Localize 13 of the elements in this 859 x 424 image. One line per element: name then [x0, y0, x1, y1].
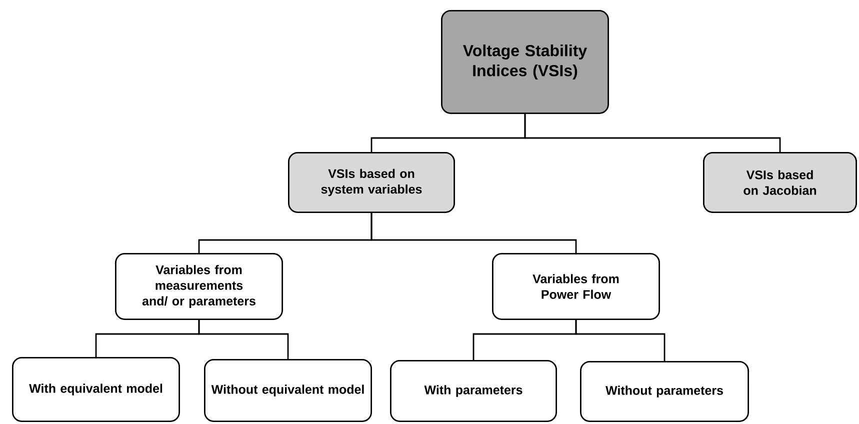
category-box: VSIs based on Jacobian — [703, 152, 857, 213]
subcategory-box: Variables from Power Flow — [492, 253, 660, 320]
leaf-box: Without parameters — [580, 361, 749, 422]
leaf-box: With equivalent model — [12, 357, 180, 422]
leaf-box: With parameters — [390, 360, 557, 422]
connector-line — [575, 320, 666, 361]
category-box: VSIs based on system variables — [288, 152, 455, 213]
connector-line — [524, 114, 781, 152]
connector-line — [198, 320, 289, 359]
root-box: Voltage Stability Indices (VSIs) — [441, 10, 609, 114]
leaf-box: Without equivalent model — [204, 359, 372, 422]
subcategory-box: Variables from measurements and/ or parameters — [115, 253, 283, 320]
connector-line — [370, 213, 577, 253]
